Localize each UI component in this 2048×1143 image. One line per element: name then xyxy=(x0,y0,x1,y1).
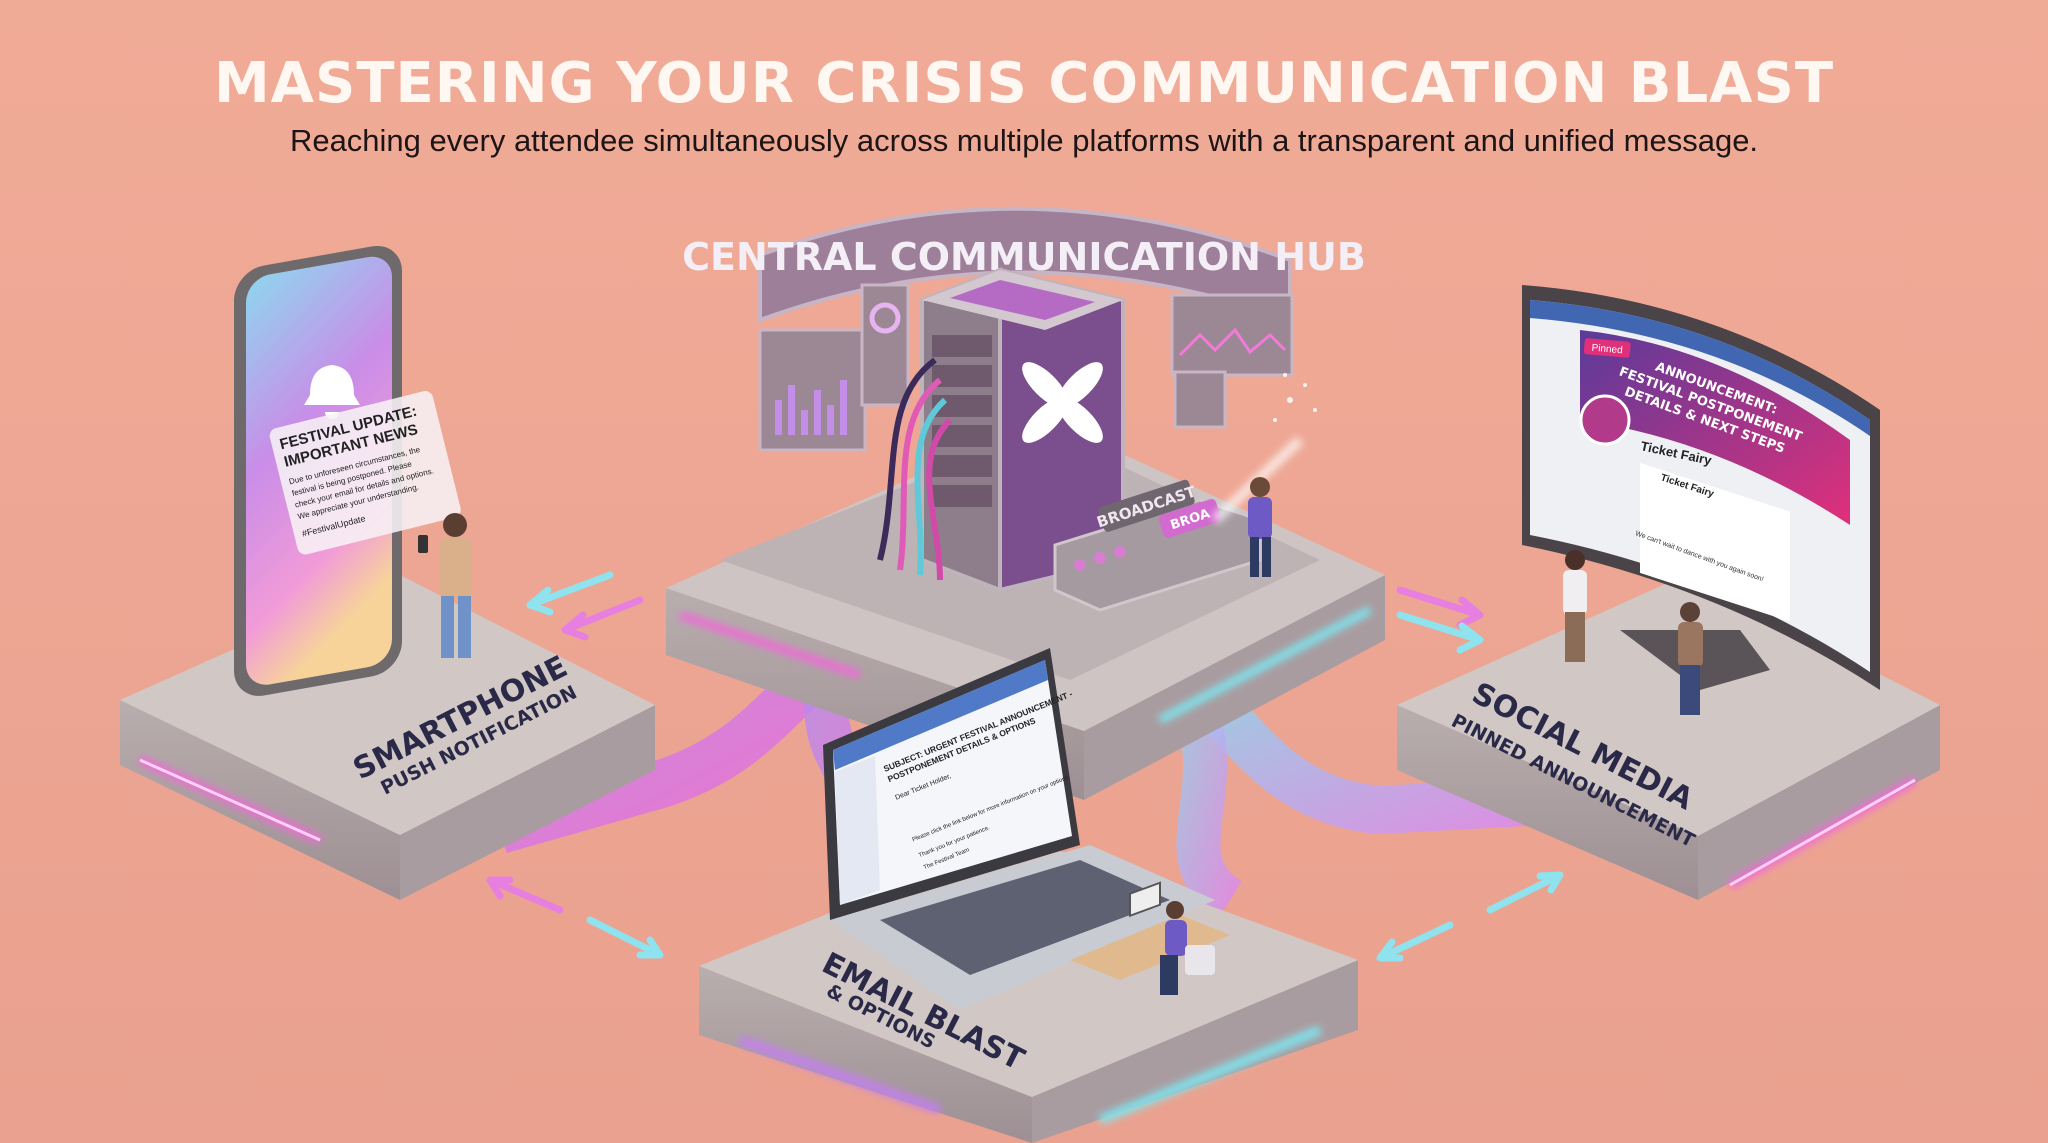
arrow-icon xyxy=(486,876,564,914)
social-people-figures xyxy=(1563,550,1703,715)
arrow-icon xyxy=(1376,921,1454,962)
dashboard-panel xyxy=(1173,370,1227,429)
brand-logo-icon xyxy=(1022,362,1103,443)
broadcast-button[interactable]: BROA xyxy=(1158,498,1222,539)
social-monitor: Pinned ANNOUNCEMENT: FESTIVAL POSTPONEME… xyxy=(1522,285,1880,690)
page-subtitle: Reaching every attendee simultaneously a… xyxy=(290,123,1758,158)
push-notification-card: FESTIVAL UPDATE: IMPORTANT NEWS Due to u… xyxy=(269,391,461,555)
social-media-platform: SOCIAL MEDIA PINNED ANNOUNCEMENT xyxy=(1397,575,1940,900)
office-chair xyxy=(1185,945,1215,975)
arrow-icon xyxy=(1396,611,1484,654)
page-title: MASTERING YOUR CRISIS COMMUNICATION BLAS… xyxy=(214,51,1834,116)
smartphone-platform: SMARTPHONE PUSH NOTIFICATION xyxy=(120,575,655,900)
hub-operator-figure xyxy=(1248,477,1272,577)
page-avatar-logo-icon xyxy=(1579,394,1631,446)
bell-icon xyxy=(304,365,360,419)
arrow-icon xyxy=(561,596,644,641)
email-screen xyxy=(833,660,1072,905)
announcement-banner xyxy=(1580,330,1850,525)
keyboard xyxy=(880,860,1170,975)
pinned-badge: Pinned xyxy=(1583,338,1631,358)
handheld-phone-icon xyxy=(418,535,428,553)
pinned-badge-label: Pinned xyxy=(1591,343,1623,357)
email-topbar xyxy=(833,660,1048,770)
arrow-icon xyxy=(1486,871,1564,914)
hub-dashboards xyxy=(758,283,1294,452)
phone-user-figure xyxy=(418,513,472,658)
donut-chart-icon xyxy=(869,302,901,334)
arrow-icon xyxy=(526,571,614,616)
email-desk-figure xyxy=(1070,881,1230,995)
post-card xyxy=(1640,462,1790,622)
sparkles xyxy=(1273,373,1317,422)
desk-laptop-icon xyxy=(1129,881,1161,918)
email-sidebar xyxy=(835,756,880,905)
laptop: SUBJECT: URGENT FESTIVAL ANNOUNCEMENT - … xyxy=(823,648,1215,1010)
flow-arrows xyxy=(486,571,1564,962)
browser-topbar xyxy=(1530,300,1870,436)
arrow-icon xyxy=(586,916,664,959)
hub-banner: CENTRAL COMMUNICATION HUB xyxy=(682,206,1366,323)
desk xyxy=(1070,915,1230,980)
hub-title: CENTRAL COMMUNICATION HUB xyxy=(682,235,1366,279)
server-tower xyxy=(877,267,1125,593)
